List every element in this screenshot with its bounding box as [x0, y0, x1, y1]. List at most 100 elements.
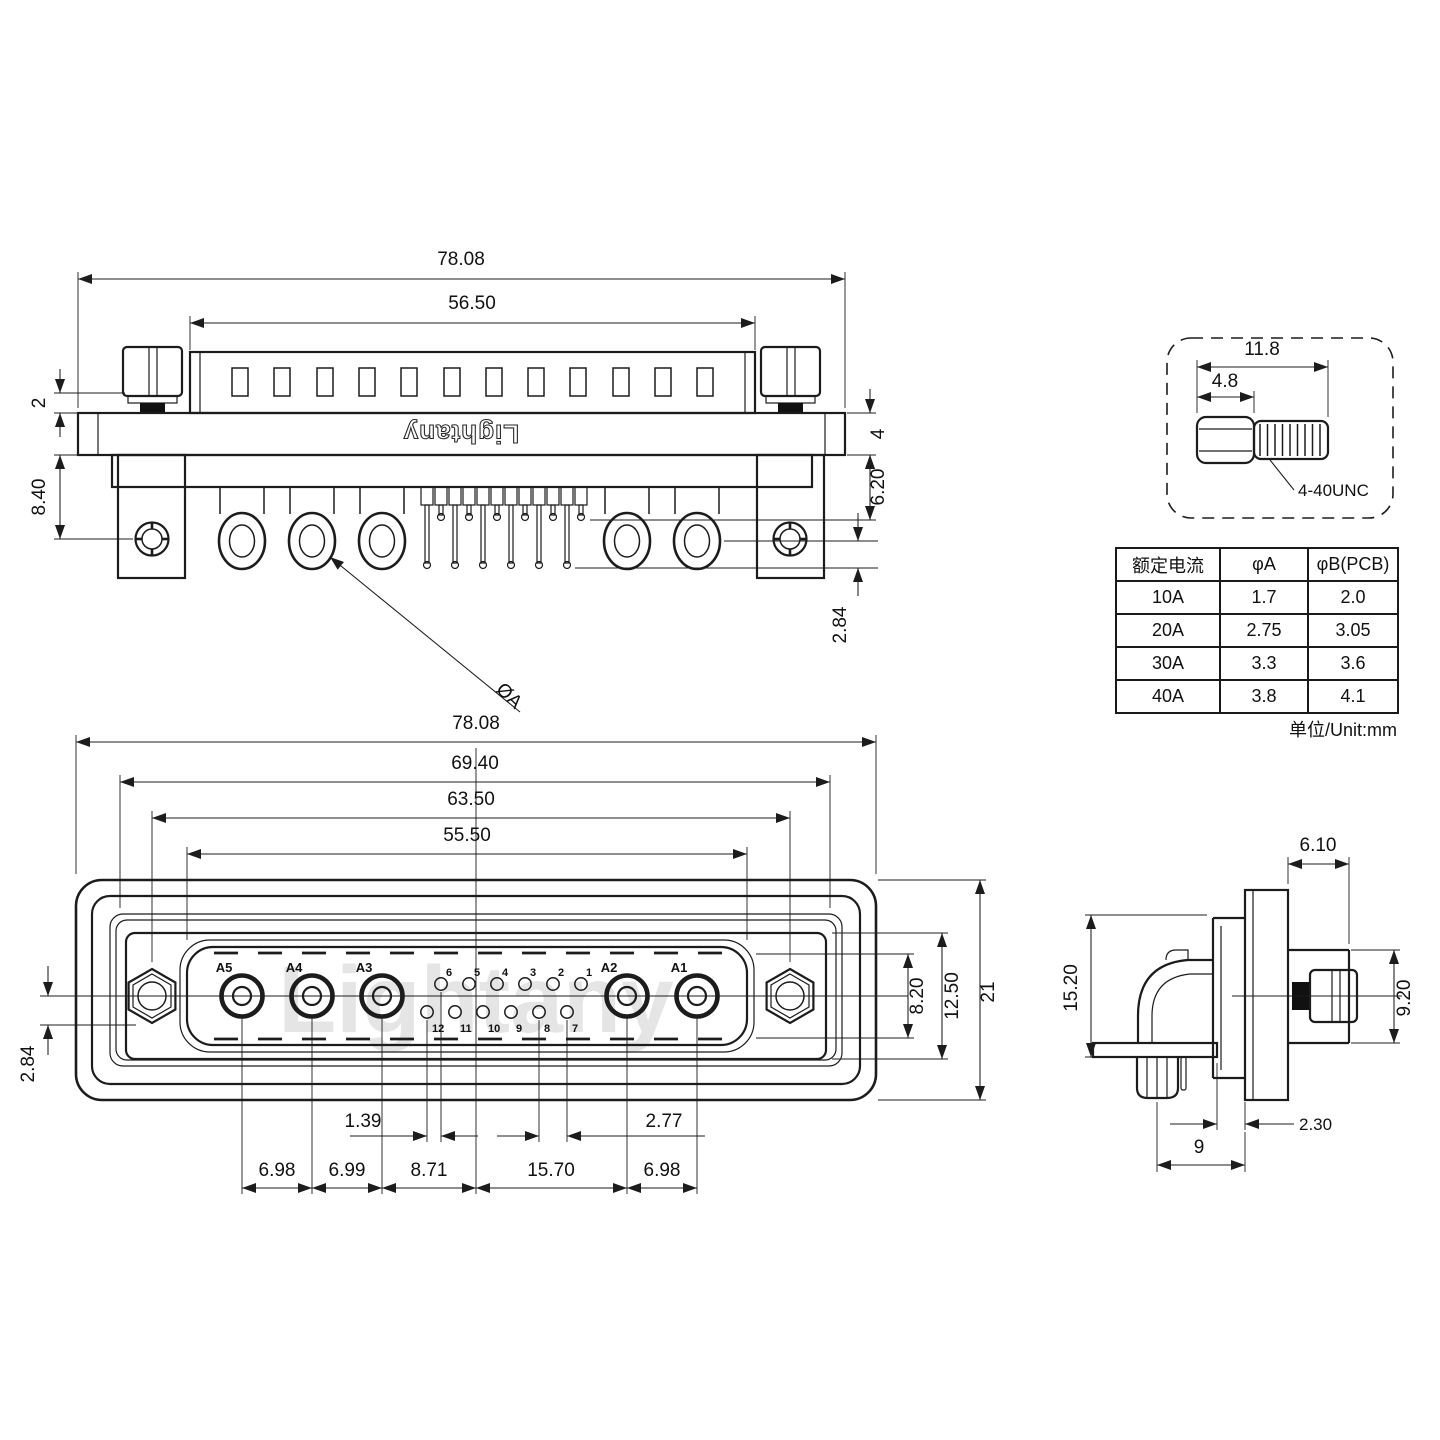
pin-label-6: 6 [446, 967, 452, 979]
pin-label-a2: A2 [601, 960, 618, 975]
dim-label: 78.08 [437, 249, 485, 270]
dim-rear-pin-shoulder: 6.20 [590, 455, 889, 521]
rear-signal-pins [420, 486, 588, 570]
rear-standoff-left [134, 521, 170, 557]
dim-label: 15.70 [527, 1160, 575, 1181]
front-view: Lightany A5 [18, 713, 999, 1194]
screw-detail: 11.8 4.8 4-40UNC [1166, 337, 1394, 519]
dim-label: 8.40 [29, 479, 50, 516]
pin-label-a1: A1 [671, 960, 688, 975]
dim-rear-leg-height: 8.40 [29, 454, 133, 540]
dim-label: 4.8 [1212, 371, 1238, 392]
dim-label: 11.8 [1244, 339, 1280, 360]
pin-label-4: 4 [502, 967, 509, 979]
dim-front-insert-height: 8.20 [756, 953, 928, 1039]
rear-insulator-body [188, 350, 757, 415]
pin-label-a3: A3 [356, 960, 373, 975]
cell: 2.75 [1219, 613, 1309, 648]
table-row: 20A 2.75 3.05 [1115, 613, 1399, 648]
dim-side-panel-depth: 6.10 [1287, 835, 1350, 944]
dim-label: 69.40 [451, 753, 499, 774]
detail-border [1166, 337, 1394, 519]
dim-detail-head: 4.8 [1197, 371, 1255, 413]
rear-solder-cups [217, 487, 722, 571]
dim-label: 2.84 [830, 606, 851, 643]
cell: 3.3 [1219, 646, 1309, 681]
leader-pin-diameter: ØA [329, 556, 527, 713]
cell: 3.05 [1307, 613, 1399, 648]
pin-label-9: 9 [516, 1023, 522, 1035]
dim-label: 2.84 [18, 1045, 39, 1082]
cell: 40A [1115, 679, 1221, 714]
pin-label-12: 12 [432, 1023, 444, 1035]
dim-front-groove-width: 69.40 [119, 753, 831, 908]
pin-label-a4: A4 [286, 960, 303, 975]
pin-label-8: 8 [544, 1023, 550, 1035]
col-header-dia-b: φB(PCB) [1307, 547, 1399, 582]
dim-label: 6.98 [644, 1160, 681, 1181]
cell: 1.7 [1219, 580, 1309, 615]
table-row: 40A 3.8 4.1 [1115, 679, 1399, 714]
dim-side-length: 9 [1156, 1102, 1246, 1172]
dim-front-total-width: 78.08 [75, 713, 877, 874]
col-header-dia-a: φA [1219, 547, 1309, 582]
dim-front-shell-height: 12.50 [832, 932, 963, 1060]
cell: 10A [1115, 580, 1221, 615]
dim-label: 6.10 [1300, 835, 1337, 856]
rear-leg-right [755, 453, 826, 580]
dim-front-total-height: 21 [878, 879, 999, 1101]
rear-thumbscrew-right [759, 345, 822, 414]
dim-front-mount-spacing: 63.50 [151, 789, 791, 962]
dim-label: 1.39 [345, 1111, 382, 1132]
dim-label: 8.71 [411, 1160, 448, 1181]
dim-label: 2.77 [646, 1111, 683, 1132]
dim-side-shell-dia: 9.20 [1351, 949, 1415, 1044]
rear-standoff-right [772, 521, 808, 557]
pin-label-a5: A5 [216, 960, 233, 975]
dim-label: 21 [978, 981, 999, 1002]
dim-label: 2.30 [1299, 1115, 1332, 1134]
dim-label: ØA [492, 679, 527, 713]
pin-label-1: 1 [586, 967, 592, 979]
side-body [1136, 916, 1245, 1080]
table-header-row: 额定电流 φA φB(PCB) [1115, 547, 1399, 582]
side-view: 6.10 15.20 9.20 2.30 9 [1061, 835, 1415, 1172]
dim-label: 8.20 [907, 978, 928, 1015]
spec-table: 额定电流 φA φB(PCB) 10A 1.7 2.0 20A 2.75 3.0… [1115, 547, 1399, 714]
dim-label: 2 [29, 398, 50, 409]
dim-rear-flange-thickness: 4 [847, 389, 889, 479]
dim-front-left-offset: 2.84 [18, 966, 136, 1082]
side-pcb-plate [1091, 1041, 1219, 1059]
cell: 4.1 [1307, 679, 1399, 714]
rear-leg-left [116, 453, 187, 580]
dim-label: 15.20 [1061, 964, 1082, 1012]
dim-label: 6.99 [329, 1160, 366, 1181]
dim-rear-screw-gap: 2 [29, 369, 125, 437]
brand-logo: Lightany [403, 419, 519, 449]
unit-note: 单位/Unit:mm [1289, 720, 1397, 740]
side-bulkhead [1288, 948, 1359, 1045]
detail-screw [1195, 415, 1330, 465]
pin-label-7: 7 [572, 1023, 578, 1035]
side-clamp [1135, 1056, 1187, 1100]
dim-label: 56.50 [448, 293, 496, 314]
dim-side-body-height: 15.20 [1061, 914, 1212, 1058]
dim-label: 63.50 [447, 789, 495, 810]
dim-rear-body-width: 56.50 [189, 293, 756, 350]
rear-view: Lightany [29, 249, 889, 713]
cell: 2.0 [1307, 580, 1399, 615]
dim-label: 6.20 [868, 469, 889, 506]
table-row: 10A 1.7 2.0 [1115, 580, 1399, 615]
side-flange [1243, 888, 1290, 1102]
front-signal-pins: 6 5 4 3 2 1 12 11 10 9 8 7 [420, 967, 592, 1035]
rear-thumbscrew-left [121, 345, 184, 414]
dim-label: 12.50 [942, 972, 963, 1020]
dim-front-insert-width: 55.50 [186, 825, 748, 940]
pin-label-10: 10 [488, 1023, 500, 1035]
pin-label-5: 5 [474, 967, 480, 979]
dim-detail-length: 11.8 [1196, 339, 1329, 417]
rear-subplate [110, 453, 814, 489]
dim-label: 9.20 [1394, 980, 1415, 1017]
